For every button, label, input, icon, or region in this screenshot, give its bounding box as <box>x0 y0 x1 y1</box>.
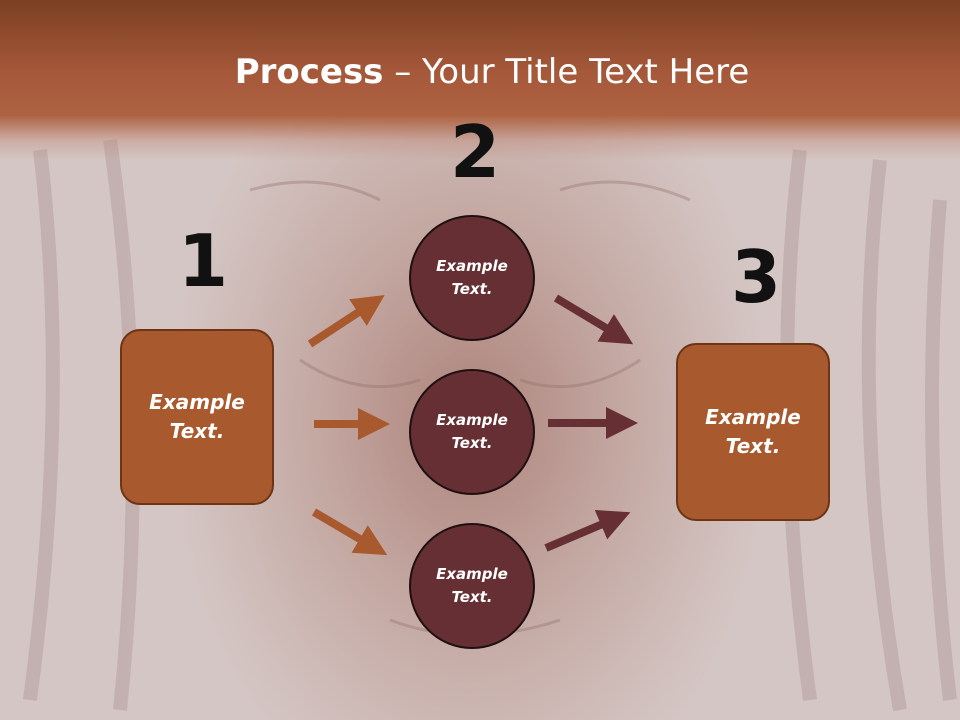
step-number-2: 2 <box>450 110 501 194</box>
left-box-label: Example Text. <box>149 390 245 443</box>
process-circle-middle[interactable]: Example Text. <box>409 369 535 495</box>
left-process-box[interactable]: Example Text. <box>120 329 274 505</box>
title-rest: – Your Title Text Here <box>383 52 750 92</box>
process-circle-top[interactable]: Example Text. <box>409 215 535 341</box>
step-number-3: 3 <box>731 235 782 319</box>
arrow-bottom-to-right <box>544 509 631 552</box>
step-number-1: 1 <box>178 219 229 303</box>
arrow-left-to-top <box>307 295 385 348</box>
right-box-label: Example Text. <box>705 405 801 458</box>
arrow-top-to-right <box>553 294 634 345</box>
circle-top-label: Example Text. <box>436 257 508 298</box>
circle-bottom-label: Example Text. <box>436 565 508 606</box>
arrow-left-to-bottom <box>311 508 388 556</box>
title-header-band <box>0 0 960 160</box>
right-process-box[interactable]: Example Text. <box>676 343 830 521</box>
title-bold: Process <box>234 52 384 92</box>
process-circle-bottom[interactable]: Example Text. <box>409 523 535 649</box>
slide-title[interactable]: Process – Your Title Text Here <box>0 52 960 92</box>
circle-middle-label: Example Text. <box>436 411 508 452</box>
